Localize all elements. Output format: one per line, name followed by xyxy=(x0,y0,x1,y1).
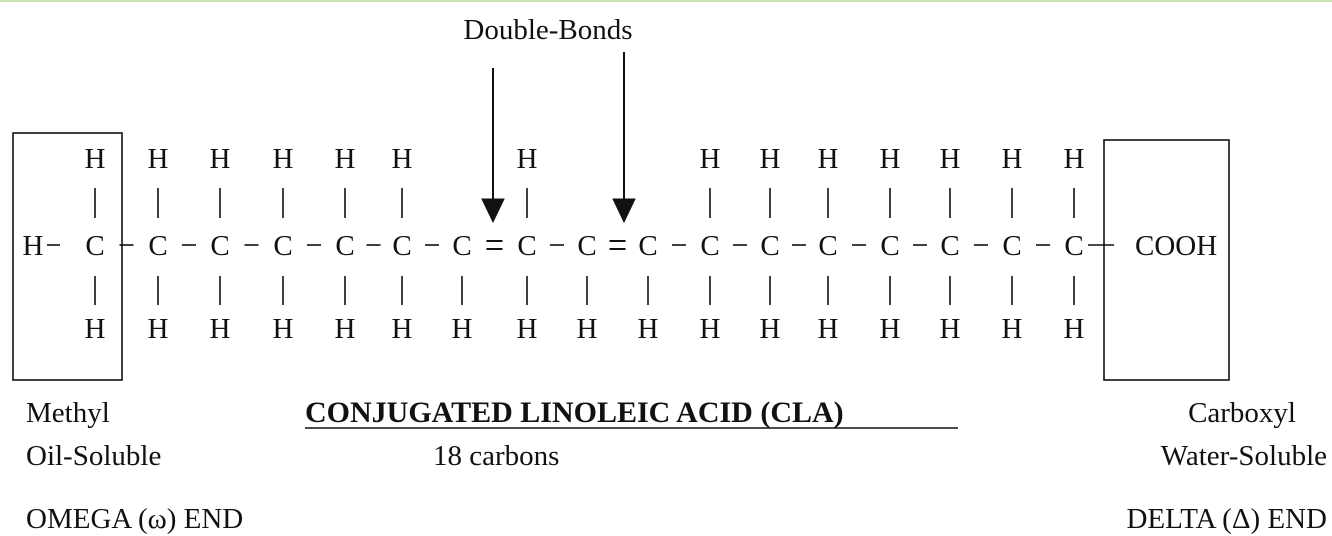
carbon-atom: C xyxy=(517,230,536,262)
hydrogen-atom: H xyxy=(517,313,538,345)
hydrogen-atom: H xyxy=(577,313,598,345)
hydrogen-atom: H xyxy=(940,313,961,345)
molecule-title: CONJUGATED LINOLEIC ACID (CLA) xyxy=(305,396,844,429)
carbon-atom: C xyxy=(335,230,354,262)
hydrogen-atom: H xyxy=(85,143,106,175)
hydrogen-atom: H xyxy=(1002,143,1023,175)
hydrogen-atom: H xyxy=(818,143,839,175)
top-rule xyxy=(0,0,1332,2)
hydrogen-atom: H xyxy=(1064,313,1085,345)
hydrogen-atom: H xyxy=(273,313,294,345)
hydrogen-atom: H xyxy=(392,313,413,345)
carbon-atom: C xyxy=(85,230,104,262)
cooh-group: COOH xyxy=(1135,230,1217,262)
hydrogen-atom: H xyxy=(700,143,721,175)
carboxyl-label: Carboxyl xyxy=(1188,397,1296,429)
carbon-atom: C xyxy=(638,230,657,262)
water-soluble-label: Water-Soluble xyxy=(1161,440,1327,472)
hydrogen-atom: H xyxy=(148,143,169,175)
methyl-label: Methyl xyxy=(26,397,110,429)
hydrogen-atom: H xyxy=(760,143,781,175)
carbon-chain: C H H C H H C H H C H H C H H C H H C H C H H C H C H C H H C H H C H H C H H C… xyxy=(85,143,1085,345)
carbon-atom: C xyxy=(273,230,292,262)
omega-end-label: OMEGA (ω) END xyxy=(26,503,243,535)
double-bond-arrow-2-head xyxy=(612,198,636,224)
hydrogen-atom: H xyxy=(335,313,356,345)
hydrogen-atom: H xyxy=(273,143,294,175)
hydrogen-atom: H xyxy=(880,143,901,175)
carbon-atom: C xyxy=(760,230,779,262)
carbon-atom: C xyxy=(880,230,899,262)
methyl-box xyxy=(12,132,123,381)
oil-soluble-label: Oil-Soluble xyxy=(26,440,161,472)
hydrogen-atom: H xyxy=(818,313,839,345)
terminal-hydrogen: H xyxy=(23,230,44,262)
carbon-atom: C xyxy=(577,230,596,262)
carbon-atom: C xyxy=(940,230,959,262)
carbon-atom: C xyxy=(392,230,411,262)
carbon-count-label: 18 carbons xyxy=(433,440,559,472)
hydrogen-atom: H xyxy=(1002,313,1023,345)
hydrogen-atom: H xyxy=(517,143,538,175)
delta-end-label: DELTA (Δ) END xyxy=(1126,503,1327,535)
hydrogen-atom: H xyxy=(760,313,781,345)
hydrogen-atom: H xyxy=(210,313,231,345)
hydrogen-atom: H xyxy=(880,313,901,345)
hydrogen-atom: H xyxy=(452,313,473,345)
double-bonds-label: Double-Bonds xyxy=(463,14,632,46)
carbon-atom: C xyxy=(210,230,229,262)
hydrogen-atom: H xyxy=(700,313,721,345)
carbon-atom: C xyxy=(1064,230,1083,262)
carbon-atom: C xyxy=(148,230,167,262)
carbon-atom: C xyxy=(818,230,837,262)
hydrogen-atom: H xyxy=(335,143,356,175)
carboxyl-box xyxy=(1103,139,1230,381)
hydrogen-atom: H xyxy=(85,313,106,345)
hydrogen-atom: H xyxy=(392,143,413,175)
hydrogen-atom: H xyxy=(148,313,169,345)
hydrogen-atom: H xyxy=(210,143,231,175)
hydrogen-atom: H xyxy=(638,313,659,345)
carbon-atom: C xyxy=(452,230,471,262)
double-bond-arrow-1-head xyxy=(481,198,505,224)
carbon-atom: C xyxy=(1002,230,1021,262)
hydrogen-atom: H xyxy=(940,143,961,175)
hydrogen-atom: H xyxy=(1064,143,1085,175)
carbon-atom: C xyxy=(700,230,719,262)
